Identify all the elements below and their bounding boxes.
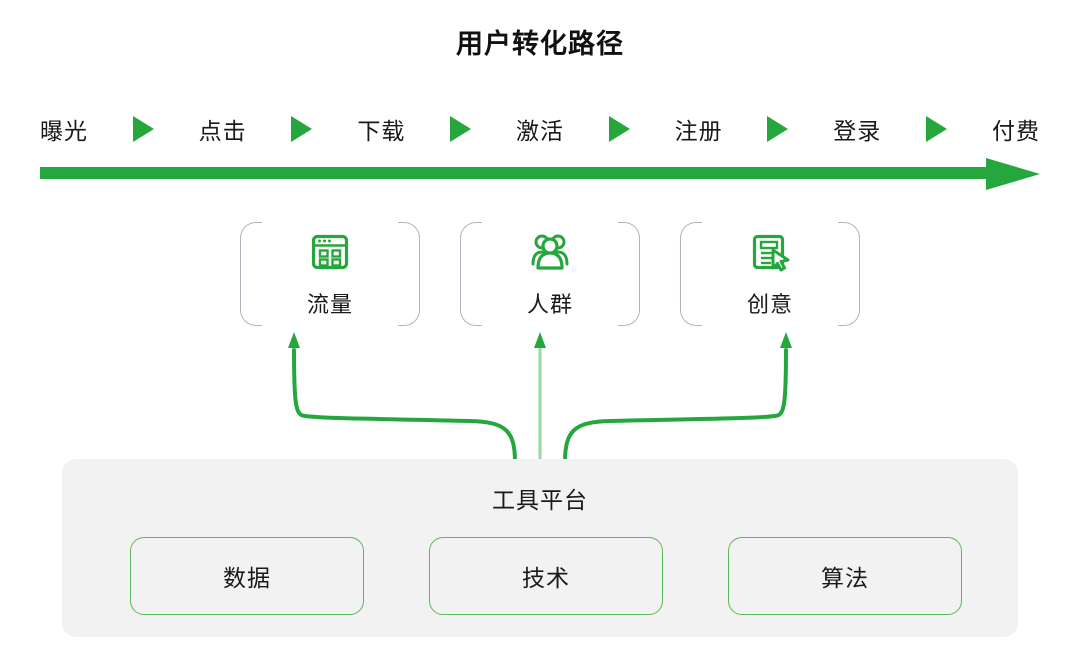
bracket-left-icon: [240, 222, 262, 326]
platform-box-algorithm[interactable]: 算法: [728, 537, 962, 615]
platform-boxes-row: 数据 技术 算法: [130, 537, 962, 617]
pillar-label-audience: 人群: [526, 292, 573, 317]
triangle-right-icon: [767, 116, 789, 142]
tool-platform-panel: 工具平台 数据 技术 算法: [62, 459, 1018, 637]
bracket-left-icon: [680, 222, 702, 326]
browser-window-grid-icon: [310, 229, 350, 275]
bracket-left-icon: [460, 222, 482, 326]
document-cursor-icon: [750, 229, 790, 275]
funnel-step-pay: 付费: [991, 118, 1040, 144]
platform-title: 工具平台: [492, 487, 588, 513]
connector-arrows: [288, 332, 792, 462]
pillar-card-audience[interactable]: 人群: [460, 222, 640, 326]
platform-box-data[interactable]: 数据: [130, 537, 364, 615]
funnel-step-activate: 激活: [515, 118, 564, 144]
bracket-right-icon: [398, 222, 420, 326]
funnel-step-exposure: 曝光: [40, 118, 88, 144]
triangle-right-icon: [291, 116, 313, 142]
triangle-right-icon: [608, 116, 630, 142]
pillar-cards: 流量 人群: [0, 222, 1080, 332]
pillar-card-creative[interactable]: 创意: [680, 222, 860, 326]
straight-up-arrow-icon: [534, 332, 546, 462]
funnel-steps-row: 曝光 点击 下载 激活 注册 登录 付费: [40, 108, 1040, 150]
pillar-card-traffic[interactable]: 流量: [240, 222, 420, 326]
page-title: 用户转化路径: [456, 29, 624, 59]
long-right-arrow-icon: [40, 158, 1040, 190]
bracket-right-icon: [618, 222, 640, 326]
platform-box-label-technology: 技术: [522, 565, 570, 591]
platform-box-label-algorithm: 算法: [821, 565, 869, 591]
pillar-label-traffic: 流量: [306, 292, 353, 317]
triangle-right-icon: [132, 116, 154, 142]
platform-box-technology[interactable]: 技术: [429, 537, 663, 615]
pillar-label-creative: 创意: [746, 292, 793, 317]
curved-up-arrow-right-icon: [563, 332, 792, 462]
platform-box-label-data: 数据: [223, 565, 271, 591]
curved-up-arrow-left-icon: [288, 332, 517, 462]
user-group-icon: [529, 229, 571, 275]
funnel-step-click: 点击: [198, 118, 247, 144]
bracket-right-icon: [838, 222, 860, 326]
funnel-step-register: 注册: [674, 118, 723, 144]
funnel-step-download: 下载: [357, 118, 406, 144]
triangle-right-icon: [450, 116, 472, 142]
triangle-right-icon: [926, 116, 948, 142]
funnel-step-login: 登录: [833, 118, 882, 144]
